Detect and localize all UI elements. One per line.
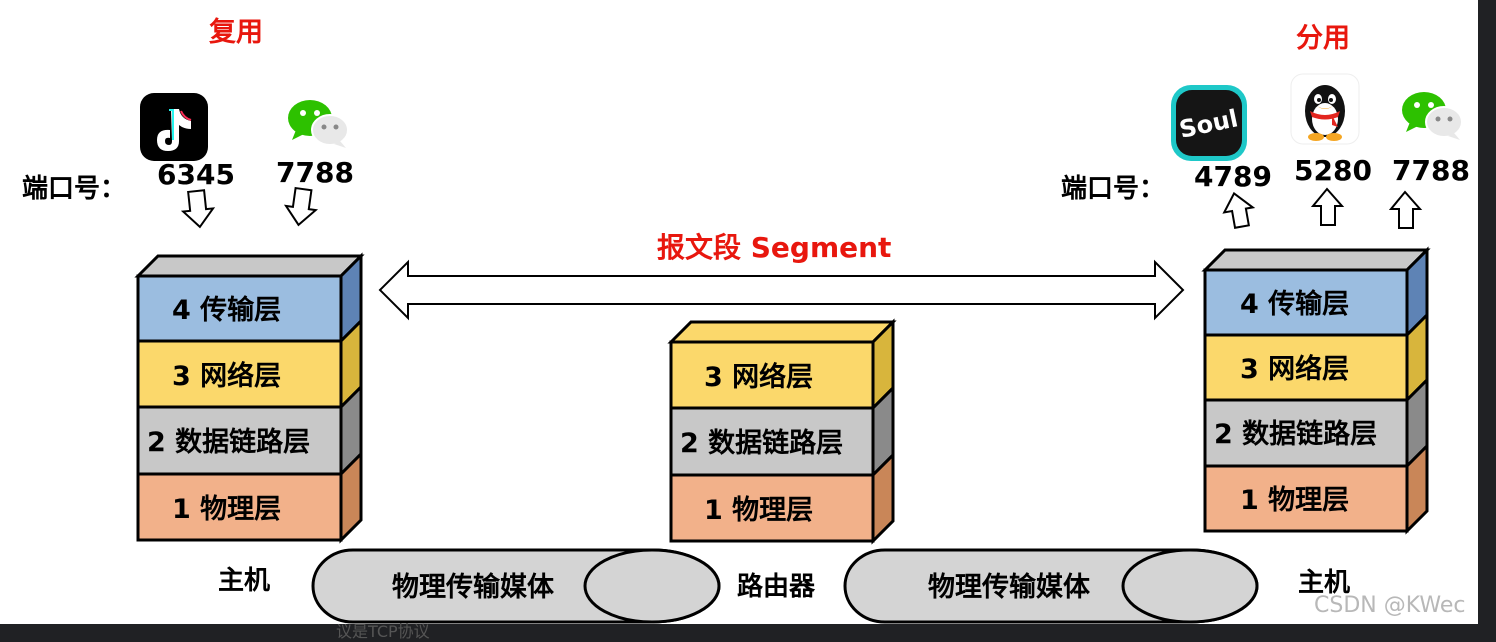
layer-datalink	[1203, 398, 1409, 468]
down-arrow-icon	[180, 189, 216, 229]
up-arrow-icon	[1388, 190, 1423, 229]
right-host-label: 主机	[1298, 568, 1351, 598]
right-port-qq: 5280	[1294, 154, 1372, 187]
down-arrow-icon	[283, 186, 319, 227]
tiktok-icon	[140, 93, 208, 161]
layer-label: 4 传输层	[1240, 288, 1349, 320]
layer-label: 2 数据链路层	[147, 426, 310, 458]
layer-label: 3 网络层	[172, 360, 281, 392]
double-arrow-icon	[378, 259, 1185, 321]
left-host-stack: 4 传输层 3 网络层 2 数据链路层 1 物理层	[134, 252, 365, 544]
layer-label: 1 物理层	[1240, 485, 1349, 516]
segment-label: 报文段 Segment	[657, 231, 892, 264]
layer-label: 4 传输层	[172, 294, 281, 326]
layer-network	[136, 339, 343, 409]
clipped-caption: 议是TCP协议	[336, 622, 430, 641]
media-label: 物理传输媒体	[928, 571, 1091, 603]
demultiplexing-title: 分用	[1296, 23, 1350, 54]
router-stack: 3 网络层 2 数据链路层 1 物理层	[667, 318, 897, 545]
layer-transport	[1203, 268, 1409, 337]
physical-media-right: 物理传输媒体	[843, 548, 1259, 624]
layer-transport	[136, 274, 343, 343]
layer-physical	[1203, 464, 1409, 533]
router-label: 路由器	[737, 572, 816, 602]
layer-label: 3 网络层	[1240, 353, 1349, 385]
wechat-icon	[288, 100, 349, 148]
left-port-tiktok: 6345	[157, 158, 235, 191]
right-port-label: 端口号：	[1061, 174, 1166, 204]
qq-icon	[1290, 73, 1360, 145]
layer-datalink	[136, 405, 343, 476]
network-layers-diagram: .blk { stroke:#000; stroke-width:3; } .s…	[134, 186, 1431, 624]
left-port-wechat: 7788	[276, 156, 354, 189]
layer-network	[669, 340, 875, 410]
multiplexing-title: 复用	[209, 17, 263, 48]
layer-label: 1 物理层	[172, 494, 281, 525]
wechat-icon	[1402, 92, 1463, 140]
media-label: 物理传输媒体	[392, 571, 555, 603]
layer-label: 2 数据链路层	[1214, 418, 1377, 450]
up-arrow-icon	[1222, 191, 1256, 229]
layer-label: 2 数据链路层	[680, 427, 843, 459]
layer-label: 3 网络层	[704, 361, 813, 393]
right-host-stack: 4 传输层 3 网络层 2 数据链路层 1 物理层	[1201, 246, 1431, 535]
layer-physical	[136, 472, 343, 542]
up-arrow-icon	[1310, 187, 1345, 226]
left-host-label: 主机	[218, 566, 271, 596]
right-port-soul: 4789	[1194, 160, 1272, 193]
soul-icon: Soul	[1171, 85, 1247, 161]
layer-physical	[669, 473, 875, 543]
left-port-label: 端口号：	[22, 174, 127, 204]
layer-label: 1 物理层	[704, 495, 813, 526]
physical-media-left: 物理传输媒体	[311, 548, 721, 624]
right-port-wechat: 7788	[1392, 154, 1470, 187]
csdn-watermark: CSDN @KWec	[1314, 593, 1466, 618]
